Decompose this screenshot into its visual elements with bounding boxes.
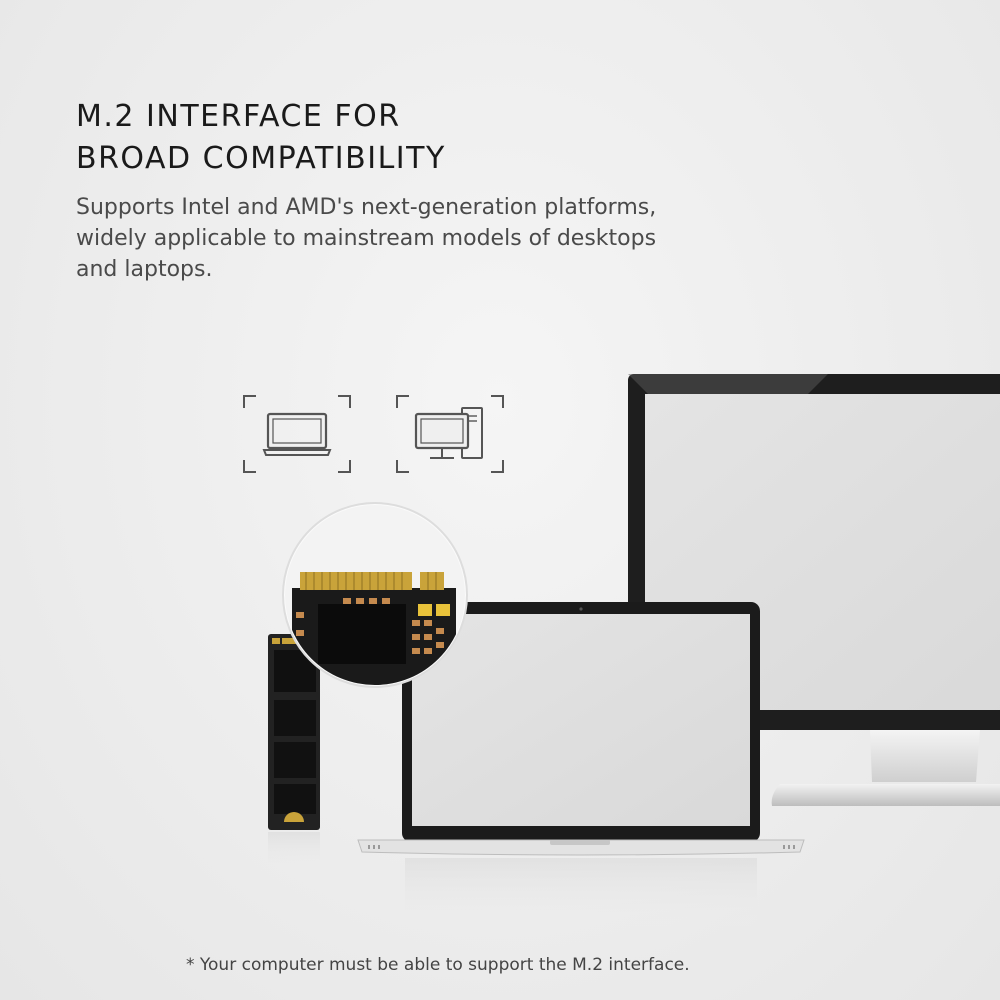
compatibility-footnote: * Your computer must be able to support …	[186, 955, 690, 975]
m2-ssd-card	[268, 634, 320, 872]
description-line-3: and laptops.	[76, 257, 213, 282]
desktop-computer-icon	[396, 395, 504, 473]
description-line-2: widely applicable to mainstream models o…	[76, 226, 657, 251]
description-line-1: Supports Intel and AMD's next-generation…	[76, 195, 657, 220]
connector-zoom	[282, 502, 468, 688]
title-line-2: BROAD COMPATIBILITY	[76, 141, 446, 176]
laptop	[357, 602, 805, 928]
title-line-1: M.2 INTERFACE FOR	[76, 99, 401, 134]
feature-description: Supports Intel and AMD's next-generation…	[76, 192, 756, 285]
page-title: M.2 INTERFACE FOR BROAD COMPATIBILITY	[76, 96, 446, 180]
laptop-icon	[243, 395, 351, 473]
